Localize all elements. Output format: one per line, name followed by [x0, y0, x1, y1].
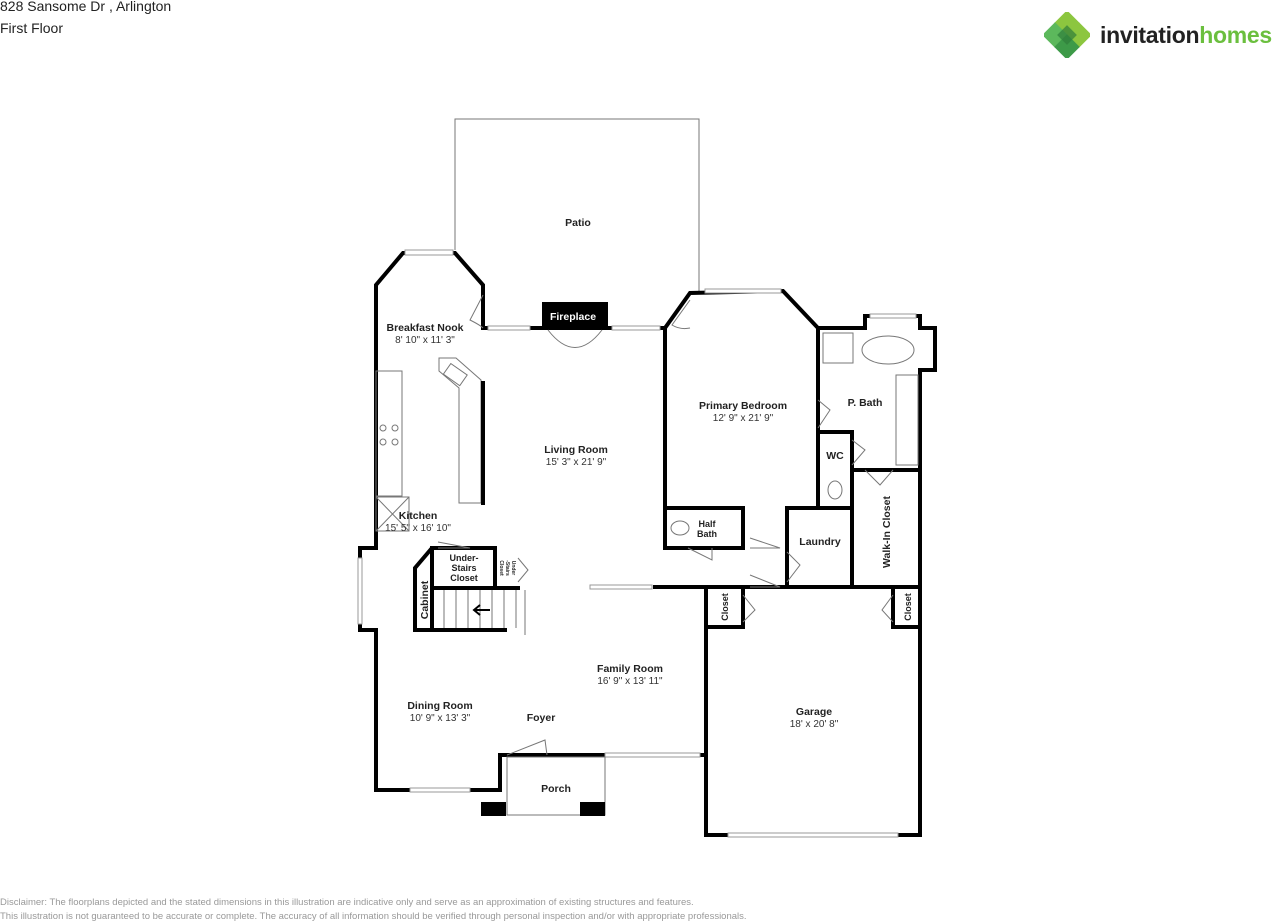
patio-outline [454, 118, 700, 292]
living-room-dims: 15' 3" x 21' 9" [546, 457, 607, 468]
window [611, 325, 661, 331]
sink-icon [442, 362, 468, 387]
breakfast-nook-dims: 8' 10" x 11' 3" [395, 335, 455, 346]
small-closet-1: Under [510, 561, 516, 576]
window [357, 557, 363, 625]
window [704, 288, 782, 294]
living-room-label: Living Room [544, 444, 608, 456]
breakfast-nook-label: Breakfast Nook [386, 322, 463, 334]
window [869, 313, 917, 319]
fireplace [542, 302, 608, 328]
wc-label: WC [826, 450, 844, 462]
window [604, 752, 701, 758]
toilet-icon [670, 520, 690, 536]
closet-right-label: Closet [903, 593, 913, 621]
tub-icon [861, 335, 915, 365]
dining-room-label: Dining Room [407, 700, 472, 712]
stove-icon [379, 424, 399, 446]
bath-wall [704, 314, 937, 837]
under-stairs-closet-1: Under- [450, 553, 479, 563]
small-closet-2: -Stairs [504, 560, 510, 576]
half-bath-label-2: Bath [697, 529, 717, 539]
island [438, 357, 482, 504]
vanity [895, 374, 919, 466]
porch-outline [506, 756, 606, 816]
disclaimer-line-2: This illustration is not guaranteed to b… [0, 911, 747, 922]
garage-door [727, 832, 899, 838]
exterior-wall [358, 251, 502, 792]
half-bath-wall [663, 506, 745, 550]
kitchen-dims: 15' 5" x 16' 10" [385, 523, 451, 534]
shower-icon [822, 332, 854, 364]
wc-wall [816, 430, 854, 510]
brand-logo: invitationhomes [1044, 12, 1272, 58]
door-swings [437, 294, 894, 756]
cabinet-label: Cabinet [419, 580, 431, 619]
logo-text-green: homes [1199, 21, 1272, 48]
property-address: 828 Sansome Dr , Arlington [0, 0, 172, 14]
toilet-icon [827, 480, 843, 500]
foyer-label: Foyer [527, 712, 556, 724]
p-bath-label: P. Bath [848, 397, 883, 409]
logo-mark-icon [1044, 12, 1090, 58]
disclaimer-line-1: Disclaimer: The floorplans depicted and … [0, 897, 694, 908]
patio-label: Patio [565, 217, 591, 229]
window [409, 787, 471, 793]
window [589, 584, 653, 590]
small-closet-3: Closet [498, 560, 504, 576]
fireplace-label: Fireplace [550, 311, 596, 323]
closet-left-wall [704, 585, 745, 629]
dining-room-dims: 10' 9" x 13' 3" [410, 713, 471, 724]
floor-label: First Floor [0, 20, 63, 36]
primary-bedroom-label: Primary Bedroom [699, 400, 787, 412]
kitchen-label: Kitchen [399, 510, 438, 522]
small-closet-label: Under -Stairs Closet [498, 560, 516, 576]
counter [375, 370, 403, 497]
family-room-dims: 16' 9" x 13' 11" [597, 676, 663, 687]
porch-post [580, 802, 605, 816]
window [404, 249, 454, 256]
family-room-label: Family Room [597, 663, 663, 675]
logo-text-dark: invitation [1100, 21, 1200, 48]
porch-post [481, 802, 506, 816]
stair-arrow-icon [472, 604, 490, 616]
garage-dims: 18' x 20' 8" [790, 719, 839, 730]
garage-label: Garage [796, 706, 832, 718]
closet-left-label: Closet [720, 593, 730, 621]
under-stairs-closet-2: Stairs [451, 563, 476, 573]
window [487, 325, 531, 331]
porch-label: Porch [541, 783, 571, 795]
laundry-label: Laundry [799, 536, 841, 548]
laundry-wall [785, 506, 854, 589]
primary-bedroom-dims: 12' 9" x 21' 9" [713, 413, 774, 424]
hearth [547, 329, 603, 348]
walk-in-closet-label: Walk-In Closet [881, 496, 893, 568]
closet-right-wall [891, 585, 922, 629]
half-bath-label-1: Half [698, 519, 716, 529]
fridge-icon [375, 496, 410, 532]
under-stairs-closet-3: Closet [450, 573, 478, 583]
